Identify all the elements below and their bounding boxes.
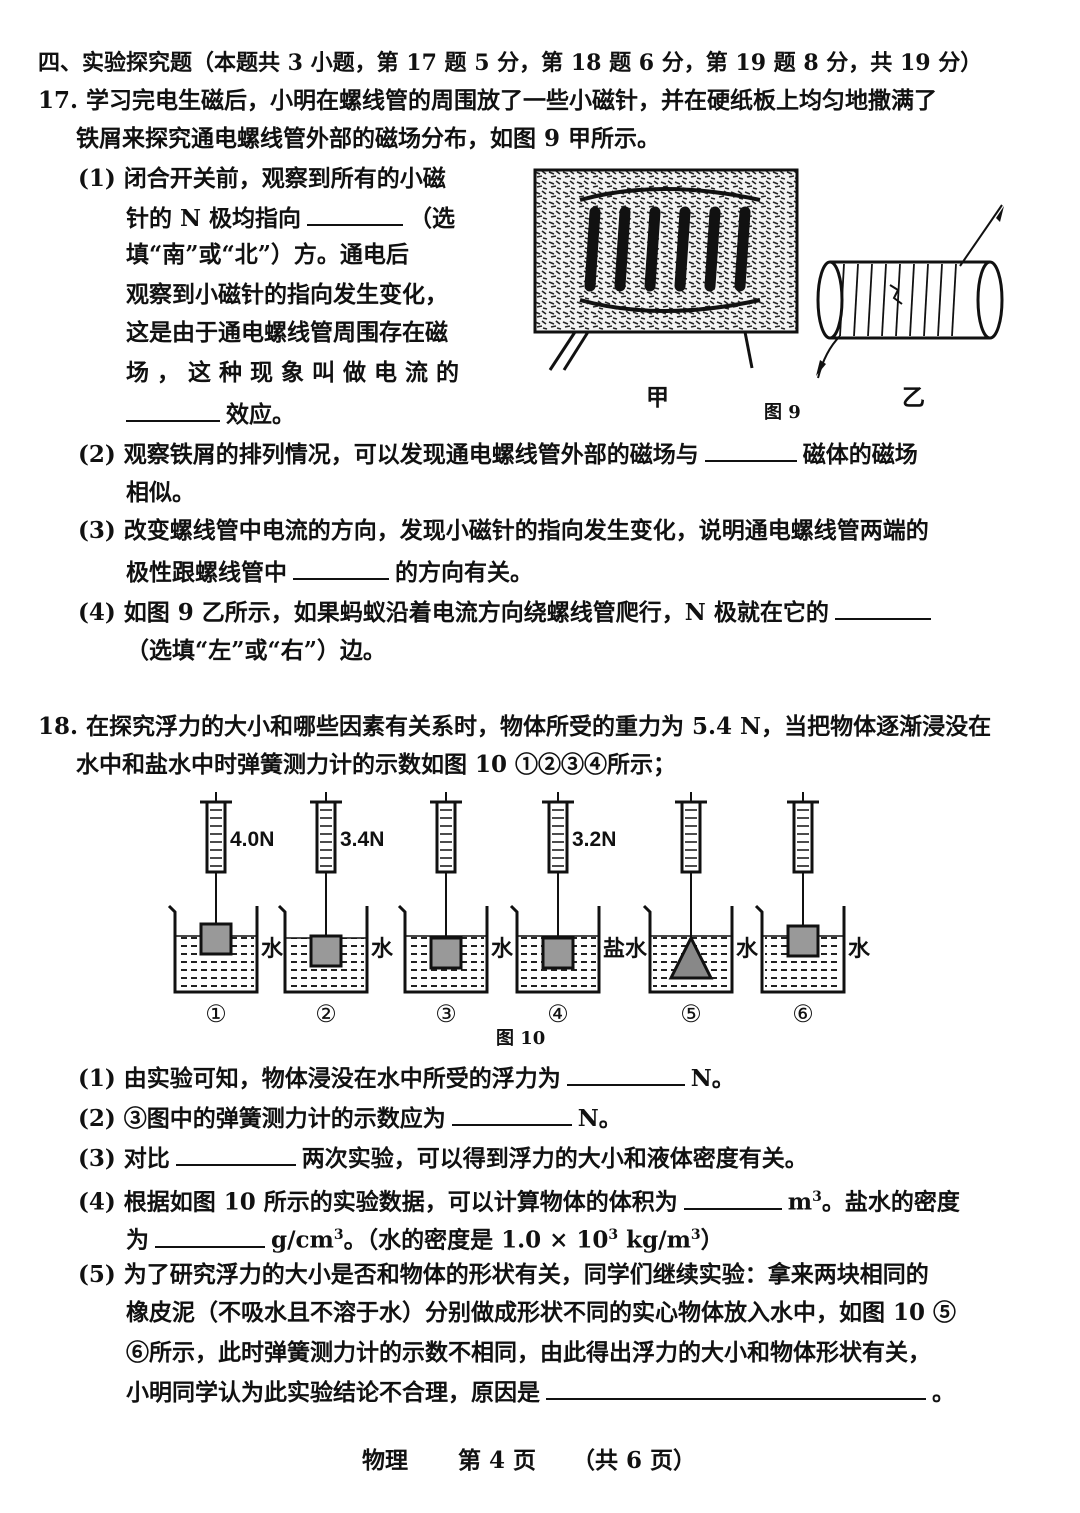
spring-scale-body xyxy=(315,800,337,874)
q17-p3-line-2: 极性跟螺线管中的方向有关。 xyxy=(126,556,533,588)
figure-9-caption: 图 9 xyxy=(764,402,801,423)
liquid-label: 水 xyxy=(371,936,394,961)
beaker-number: ⑥ xyxy=(792,1001,814,1028)
object-block xyxy=(786,924,820,958)
object-block xyxy=(199,922,233,956)
q17-p1-line-1: (1) 闭合开关前，观察到所有的小磁 xyxy=(78,165,446,192)
q17-p4-line-1: (4) 如图 9 乙所示，如果蚂蚁沿着电流方向绕螺线管爬行，N 极就在它的 xyxy=(78,596,937,628)
beaker xyxy=(509,904,601,994)
beaker xyxy=(167,904,259,994)
liquid-label: 盐水 xyxy=(603,936,648,961)
q18-p5-line-4: 小明同学认为此实验结论不合理，原因是。 xyxy=(126,1376,955,1408)
q17-intro-line-2: 铁屑来探究通电螺线管外部的磁场分布，如图 9 甲所示。 xyxy=(76,125,661,152)
q17-p1-line-6: 场，这种现象叫做电流的 xyxy=(126,359,467,386)
q18-p5-line-3: ⑥所示，此时弹簧测力计的示数不相同，由此得出浮力的大小和物体形状有关， xyxy=(126,1339,931,1366)
q17-p1-line-5: 这是由于通电螺线管周围存在磁 xyxy=(126,319,448,346)
spring-scale-body xyxy=(680,800,702,874)
spring-scale-body xyxy=(205,800,227,874)
q17-blank-1[interactable] xyxy=(307,202,404,226)
q17-blank-2[interactable] xyxy=(126,398,220,422)
beaker-number: ⑤ xyxy=(680,1001,702,1028)
beaker xyxy=(397,904,489,994)
object-block xyxy=(541,936,575,970)
q17-p2-line-2: 相似。 xyxy=(126,479,195,506)
spring-scale-reading: 3.4N xyxy=(340,828,384,851)
figure-9-yi xyxy=(816,204,1004,379)
q18-intro-line-1: 18. 在探究浮力的大小和哪些因素有关系时，物体所受的重力为 5.4 N，当把物… xyxy=(38,713,992,740)
footer-subject: 物理 xyxy=(362,1447,408,1474)
q17-blank-3[interactable] xyxy=(704,438,797,462)
q17-blank-5[interactable] xyxy=(834,596,931,620)
beaker-number: ② xyxy=(315,1001,337,1028)
q18-blank-3[interactable] xyxy=(175,1142,296,1166)
footer-page: 第 4 页 xyxy=(458,1447,537,1474)
spring-scale-body xyxy=(547,800,569,874)
figure-9-label-yi: 乙 xyxy=(902,384,925,411)
q17-p3-line-1: (3) 改变螺线管中电流的方向，发现小磁针的指向发生变化，说明通电螺线管两端的 xyxy=(78,517,929,544)
q18-blank-5[interactable] xyxy=(155,1224,265,1248)
q17-intro-line-1: 17. 学习完电生磁后，小明在螺线管的周围放了一些小磁针，并在硬纸板上均匀地撒满… xyxy=(38,87,938,114)
q18-p5-line-2: 橡皮泥（不吸水且不溶于水）分别做成形状不同的实心物体放入水中，如图 10 ⑤ xyxy=(126,1299,957,1326)
liquid-label: 水 xyxy=(261,936,284,961)
footer-total: （共 6 页） xyxy=(572,1447,697,1474)
figure-9 xyxy=(533,168,1004,379)
beaker-number: ④ xyxy=(547,1001,569,1028)
figure-9-jia xyxy=(533,168,799,371)
section-title: 四、实验探究题（本题共 3 小题，第 17 题 5 分，第 18 题 6 分，第… xyxy=(38,50,983,76)
q17-blank-4[interactable] xyxy=(293,556,389,580)
beaker xyxy=(754,904,846,994)
spring-scale-reading: 3.2N xyxy=(572,828,616,851)
spring-scale-body xyxy=(792,800,814,874)
beaker-number: ③ xyxy=(435,1001,457,1028)
liquid-label: 水 xyxy=(736,936,759,961)
liquid-label: 水 xyxy=(491,936,514,961)
object-triangle xyxy=(668,934,714,980)
beaker-number: ① xyxy=(205,1001,227,1028)
object-block xyxy=(309,934,343,968)
q18-blank-1[interactable] xyxy=(566,1062,685,1086)
beaker xyxy=(642,904,734,994)
q18-p3-line: (3) 对比两次实验，可以得到浮力的大小和液体密度有关。 xyxy=(78,1142,808,1174)
q17-p2-line-1: (2) 观察铁屑的排列情况，可以发现通电螺线管外部的磁场与磁体的磁场 xyxy=(78,438,918,470)
q18-blank-2[interactable] xyxy=(451,1102,572,1126)
figure-10-caption: 图 10 xyxy=(496,1028,546,1049)
q17-p1-line-7: 效应。 xyxy=(126,398,295,430)
spring-scale-body xyxy=(435,800,457,874)
q18-blank-6[interactable] xyxy=(546,1376,926,1400)
q18-blank-4[interactable] xyxy=(683,1186,782,1210)
figure-9-label-jia: 甲 xyxy=(646,384,669,411)
q18-p5-line-1: (5) 为了研究浮力的大小是否和物体的形状有关，同学们继续实验：拿来两块相同的 xyxy=(78,1261,929,1288)
q17-p4-line-2: （选填“左”或“右”）边。 xyxy=(126,637,386,664)
figure-10: 4.0N 水 ① 3.4N 水 ② 水 ③ 3.2N 盐水 ④ 水 ⑤ 水 ⑥ xyxy=(167,792,871,1028)
q18-intro-line-2: 水中和盐水中时弹簧测力计的示数如图 10 ①②③④所示； xyxy=(76,751,677,778)
q17-p1-line-3: 填“南”或“北”）方。通电后 xyxy=(126,241,409,268)
q17-p1-line-2: 针的 N 极均指向（选 xyxy=(126,202,455,234)
object-block xyxy=(429,936,463,970)
liquid-label: 水 xyxy=(848,936,871,961)
spring-scale-reading: 4.0N xyxy=(230,828,274,851)
beaker xyxy=(277,904,369,994)
q17-p1-line-4: 观察到小磁针的指向发生变化， xyxy=(126,281,448,308)
